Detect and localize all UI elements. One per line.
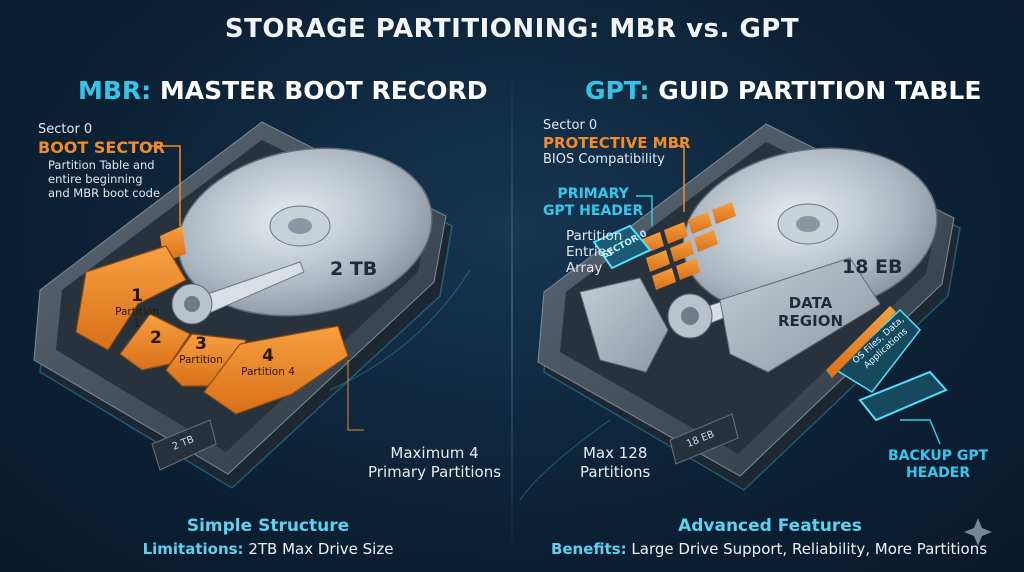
sparkle-icon (964, 518, 992, 546)
entry-5 (646, 250, 670, 272)
gpt-data-region-line-2: REGION (778, 312, 843, 330)
mbr-boot-desc-line-2: entire beginning (48, 172, 143, 186)
mbr-bottom-sub: Limitations: 2TB Max Drive Size (88, 540, 448, 558)
mbr-glow-trace (329, 269, 471, 391)
center-divider (511, 62, 513, 562)
gpt-backup-header-line-1: BACKUP GPT (888, 448, 989, 464)
mbr-boot-callout-line (150, 145, 181, 226)
gpt-entries-line-1: Partition (566, 228, 623, 244)
partition-2-number: 2 (150, 328, 162, 348)
partition-4-label: Partition 4 (241, 366, 295, 378)
gpt-bottom-title: Advanced Features (678, 516, 862, 536)
page-title: STORAGE PARTITIONING: MBR vs. GPT (224, 14, 800, 44)
mbr-sector-label: Sector 0 (38, 122, 93, 137)
mbr-heading-prefix: MBR: (78, 76, 152, 105)
gpt-data-region-block (719, 257, 881, 373)
gpt-primary-header-line-2: GPT HEADER (543, 203, 644, 219)
gpt-protective-callout-line (672, 145, 685, 212)
gpt-entries-label: Partition Entries Array (566, 228, 622, 276)
gpt-heading-rest: GUID PARTITION TABLE (649, 76, 982, 105)
gpt-drive (519, 123, 961, 501)
mbr-bottom-title: Simple Structure (186, 516, 350, 536)
gpt-bottom-sub-rest: Large Drive Support, Reliability, More P… (626, 540, 988, 558)
partition-4-number: 4 (262, 346, 274, 366)
gpt-callout-line-2: Partitions (580, 463, 651, 481)
mbr-capacity: 2 TB (330, 258, 378, 280)
gpt-backup-chip (858, 370, 948, 422)
mbr-callout-line-1: Maximum 4 (390, 444, 479, 462)
mbr-boot-sector-title: BOOT SECTOR (38, 138, 165, 157)
gpt-os-files-strip (834, 308, 921, 393)
gpt-protective-desc: BIOS Compatibility (543, 152, 665, 167)
gpt-primary-header-line-1: PRIMARY (557, 186, 629, 202)
entry-9 (676, 258, 700, 280)
gpt-actuator-pivot-core (681, 307, 699, 325)
mbr-spindle-core (288, 218, 312, 234)
gpt-sector-label: Sector 0 (543, 118, 598, 133)
gpt-heading-prefix: GPT: (585, 76, 650, 105)
gpt-partition-entries-array (640, 202, 736, 290)
gpt-protective-title: PROTECTIVE MBR (543, 134, 691, 152)
gpt-partitions-callout: Max 128 Partitions (580, 444, 650, 482)
partition-3-number: 3 (195, 334, 207, 354)
gpt-spindle-core (796, 216, 820, 232)
partition-1-label: Partition 1 (115, 306, 159, 330)
mbr-bottom-sub-bold: Limitations: (142, 540, 244, 558)
partition-1-block (75, 245, 187, 351)
mbr-boot-sector-desc: Partition Table and entire beginning and… (48, 158, 160, 200)
partition-2-block (119, 313, 191, 371)
partition-4-text: 4 Partition 4 (236, 346, 300, 378)
mbr-actuator-pivot-core (184, 296, 200, 312)
gpt-backup-callout-line (900, 419, 941, 445)
entry-4 (712, 202, 736, 224)
mbr-partitions-callout-line (347, 360, 364, 431)
mbr-boot-desc-line-3: and MBR boot code (48, 186, 161, 200)
gpt-glow-trace (519, 419, 611, 501)
mbr-drive-label-plate (151, 419, 217, 471)
gpt-backup-header: BACKUP GPT HEADER (888, 448, 988, 482)
mbr-bottom-sub-rest: 2TB Max Drive Size (243, 540, 394, 558)
entry-2 (664, 222, 688, 244)
gpt-orange-edge-strip (826, 306, 896, 378)
mbr-partitions-callout: Maximum 4 Primary Partitions (368, 444, 501, 482)
gpt-heading: GPT: GUID PARTITION TABLE (585, 76, 981, 105)
gpt-data-region: DATA REGION (778, 294, 843, 330)
partition-1-number: 1 (131, 286, 143, 306)
gpt-callout-line-1: Max 128 (582, 444, 648, 462)
gpt-backup-header-line-2: HEADER (906, 465, 971, 481)
partition-3-text: 3 Partition (176, 334, 226, 366)
partition-1-text: 1 Partition 1 (112, 286, 162, 330)
entry-3 (688, 212, 712, 234)
mbr-callout-line-2: Primary Partitions (368, 463, 502, 481)
entry-8 (652, 268, 676, 290)
mbr-heading: MBR: MASTER BOOT RECORD (78, 76, 487, 105)
gpt-primary-callout-line (636, 195, 653, 226)
gpt-bottom-sub: Benefits: Large Drive Support, Reliabili… (526, 540, 1012, 558)
mbr-drive (33, 121, 471, 489)
sector0-chip-body (592, 224, 652, 270)
gpt-primary-header: PRIMARY GPT HEADER (543, 186, 643, 220)
gpt-entries-line-3: Array (566, 260, 603, 276)
mbr-boot-desc-line-1: Partition Table and (48, 158, 155, 172)
entry-7 (694, 230, 718, 252)
partition-3-label: Partition (179, 354, 223, 366)
gpt-data-region-line-1: DATA (788, 294, 833, 312)
gpt-capacity: 18 EB (842, 256, 903, 278)
gpt-gray-block (579, 277, 669, 373)
gpt-bottom-sub-bold: Benefits: (550, 540, 627, 558)
gpt-entries-line-2: Entries (566, 244, 614, 260)
entry-6 (670, 240, 694, 262)
partition-4-block (203, 325, 349, 415)
mbr-heading-rest: MASTER BOOT RECORD (151, 76, 488, 105)
gpt-sector0-chip (592, 224, 652, 270)
gpt-drive-label-plate (669, 413, 739, 465)
